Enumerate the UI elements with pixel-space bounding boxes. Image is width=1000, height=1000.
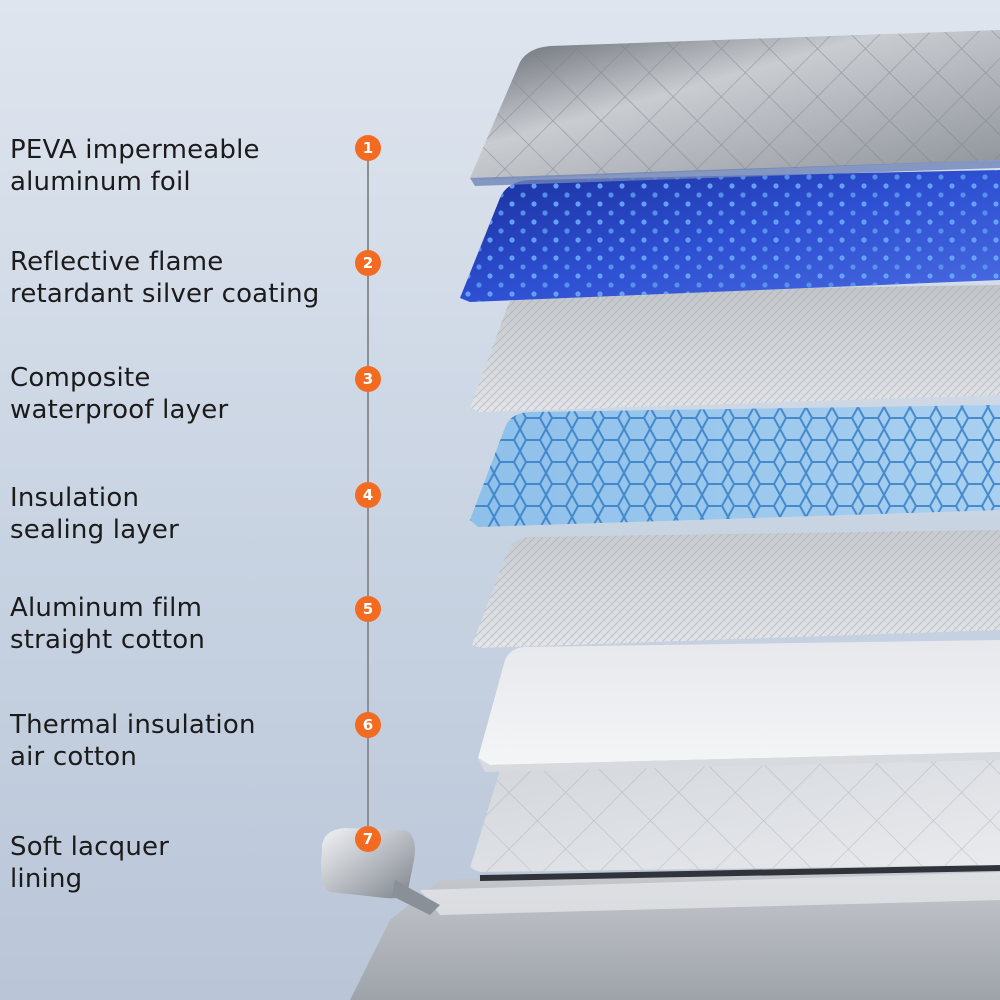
- layer-4-label: Insulation sealing layer: [10, 482, 179, 546]
- layer-6-label: Thermal insulation air cotton: [10, 709, 256, 773]
- layer-3-label: Composite waterproof layer: [10, 362, 228, 426]
- layer-5-label-line1: Aluminum film: [10, 593, 203, 623]
- layer-1-label-line1: PEVA impermeable: [10, 135, 260, 165]
- layer-5-label: Aluminum film straight cotton: [10, 592, 205, 656]
- layer-7-label-line2: lining: [10, 864, 83, 894]
- badge-1: 1: [355, 135, 381, 161]
- layer-1-label: PEVA impermeable aluminum foil: [10, 134, 260, 198]
- layer-2-label-line1: Reflective flame: [10, 247, 224, 277]
- badge-2: 2: [355, 250, 381, 276]
- badge-3: 3: [355, 366, 381, 392]
- badge-5: 5: [355, 596, 381, 622]
- car-body: [350, 860, 1000, 1000]
- layer-3-label-line2: waterproof layer: [10, 395, 229, 425]
- layer-4-label-line1: Insulation: [10, 483, 140, 513]
- layer-6-label-line1: Thermal insulation: [10, 710, 256, 740]
- layer-2-label-line2: retardant silver coating: [10, 279, 320, 309]
- badge-7: 7: [355, 826, 381, 852]
- layer-4-label-line2: sealing layer: [10, 515, 179, 545]
- layer-2-label: Reflective flame retardant silver coatin…: [10, 246, 320, 310]
- layer-7-label: Soft lacquer lining: [10, 831, 169, 895]
- layer-7-label-line1: Soft lacquer: [10, 832, 170, 862]
- layer-5-label-line2: straight cotton: [10, 625, 206, 655]
- side-mirror-icon: [321, 828, 440, 915]
- layer-3-label-line1: Composite: [10, 363, 151, 393]
- layer-6-label-line2: air cotton: [10, 742, 138, 772]
- badge-4: 4: [355, 482, 381, 508]
- badge-6: 6: [355, 712, 381, 738]
- layer-6-air-cotton: [478, 640, 1000, 765]
- layer-1-label-line2: aluminum foil: [10, 167, 191, 197]
